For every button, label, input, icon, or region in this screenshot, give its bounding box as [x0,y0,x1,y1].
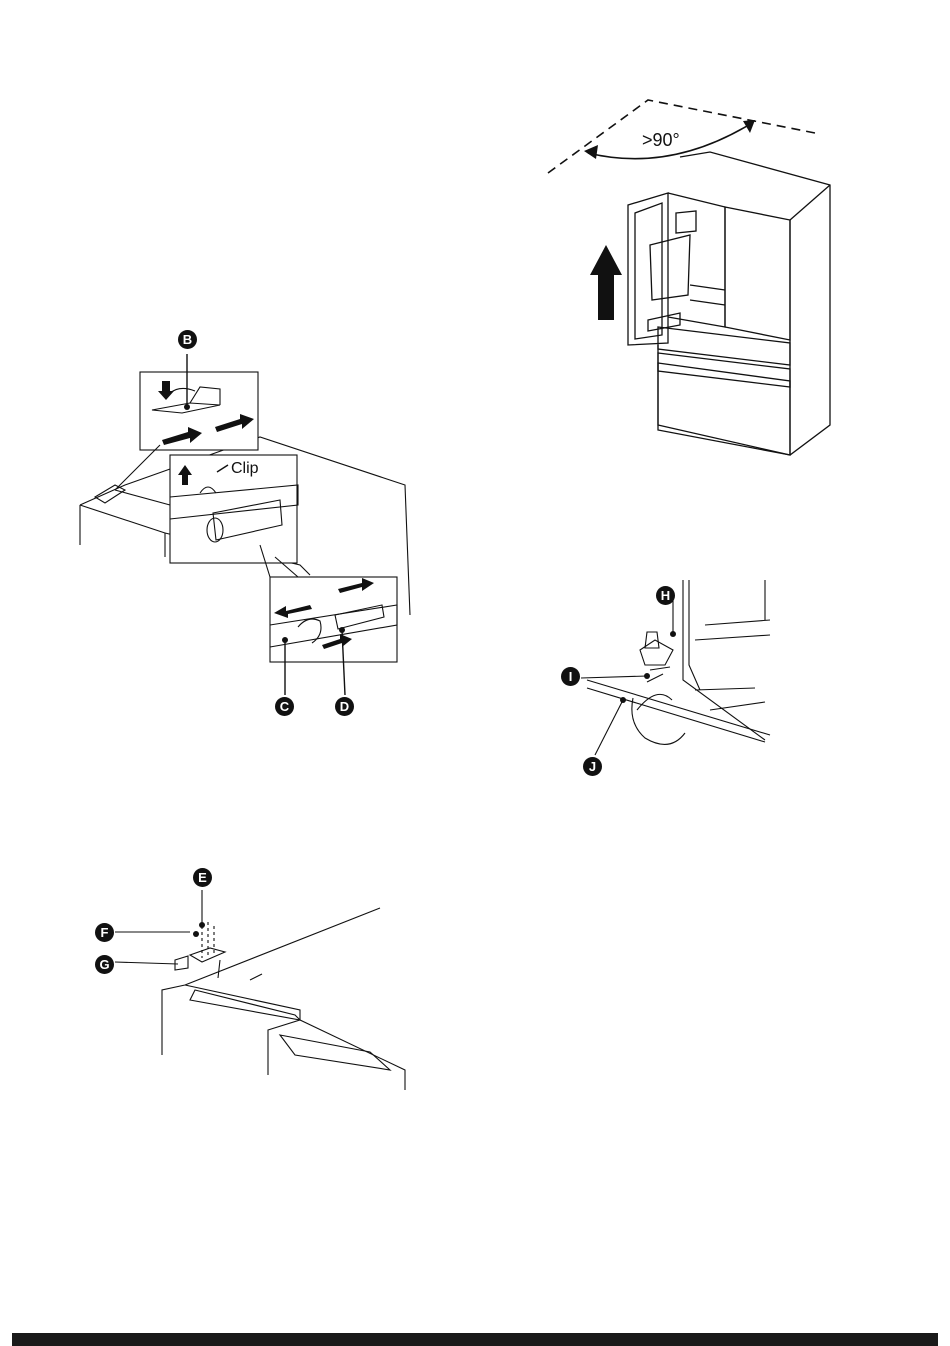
callout-b: B [178,330,197,349]
callout-h: H [656,586,675,605]
top-hinge-figure [90,870,420,1090]
clip-label: Clip [231,460,259,478]
callout-g: G [95,955,114,974]
callout-i: I [561,667,580,686]
water-line-figure [70,325,430,725]
callout-e: E [193,868,212,887]
footer-bar [12,1333,938,1346]
callout-c: C [275,697,294,716]
callout-d: D [335,697,354,716]
callout-j: J [583,757,602,776]
door-angle-label: >90° [642,130,680,151]
callout-f: F [95,923,114,942]
fridge-door-open-figure [540,95,840,465]
